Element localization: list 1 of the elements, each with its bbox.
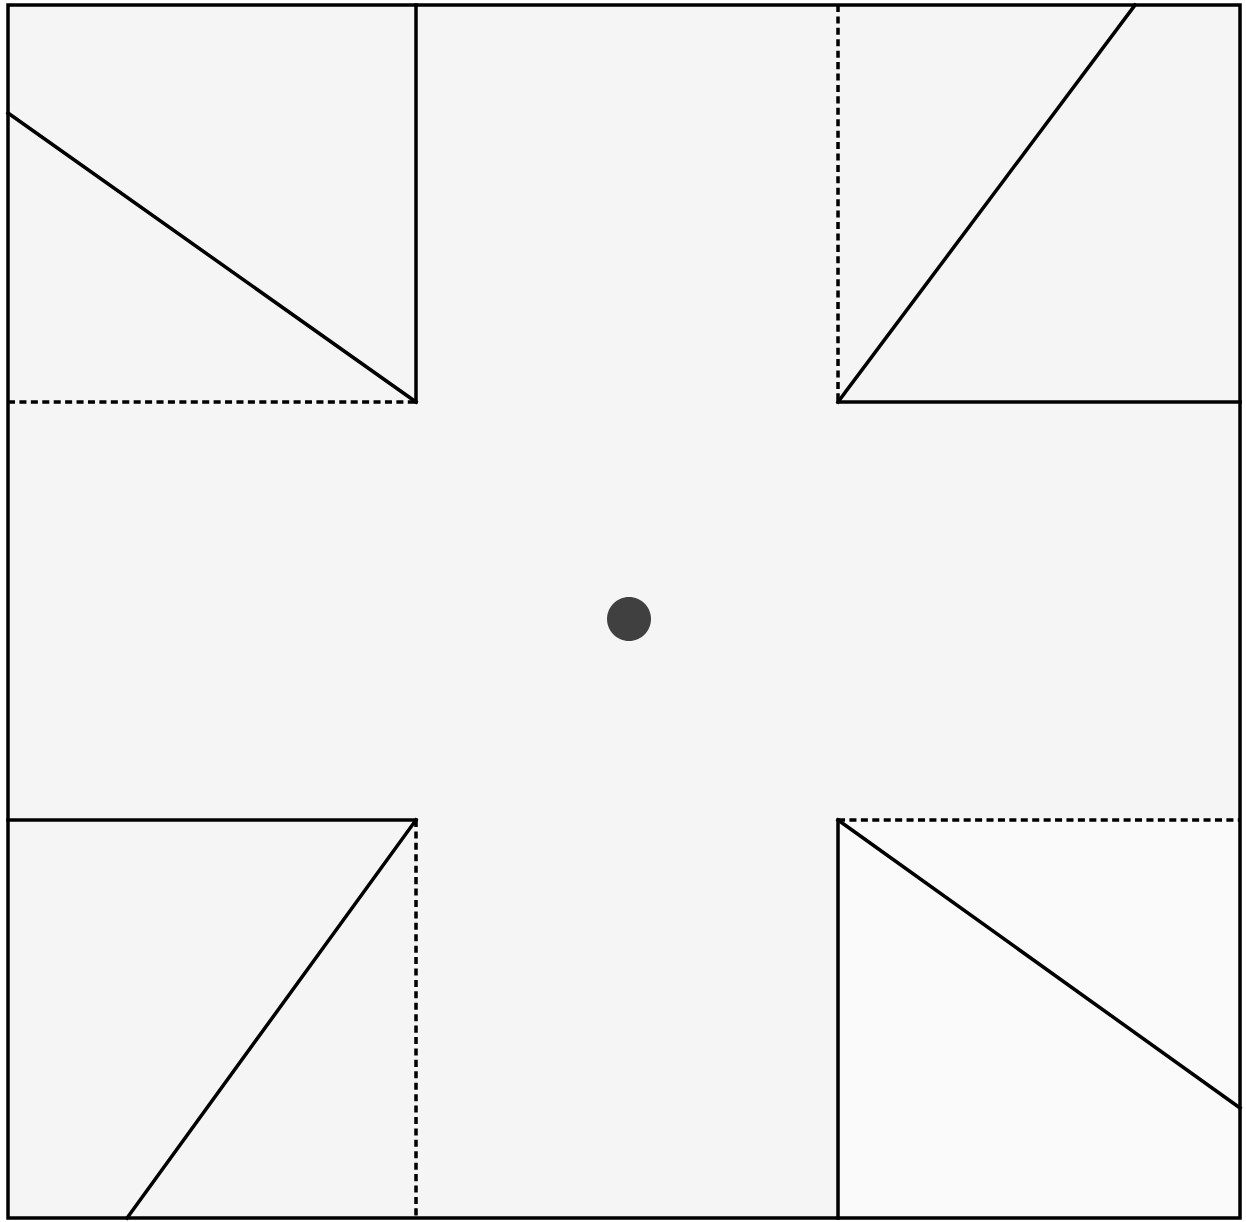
centre-dot xyxy=(607,597,651,641)
